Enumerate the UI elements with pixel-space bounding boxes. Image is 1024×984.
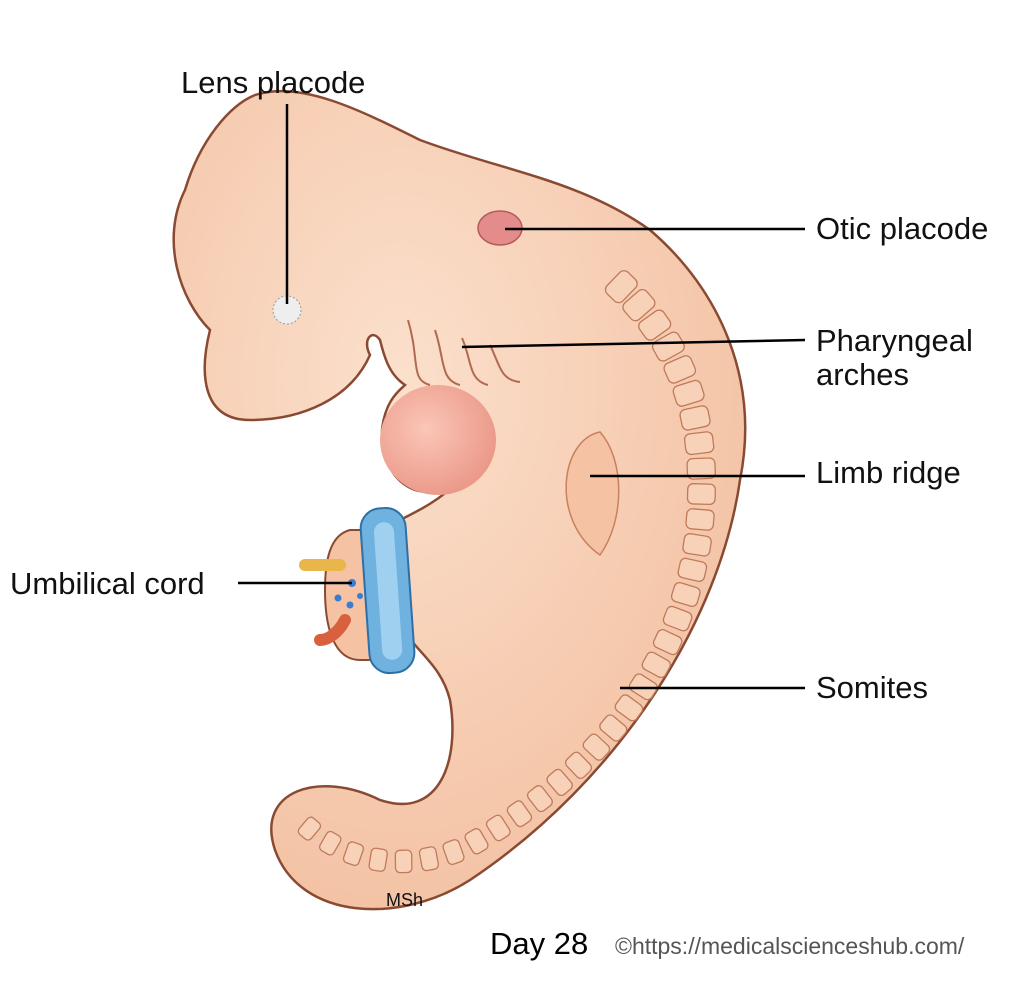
label-pharyngeal-arches-line2: arches xyxy=(816,357,910,392)
somite xyxy=(464,828,489,855)
pharyngeal-arches-shape xyxy=(407,319,521,386)
label-otic-placode: Otic placode xyxy=(816,211,989,246)
somite xyxy=(686,457,716,480)
somite xyxy=(297,816,322,841)
somite xyxy=(662,605,693,632)
artist-signature: MSh xyxy=(386,890,424,910)
somite xyxy=(394,849,413,874)
limb-ridge-shape xyxy=(565,431,620,557)
somite xyxy=(485,814,511,842)
somite xyxy=(546,768,573,797)
somite xyxy=(683,431,715,456)
label-lens-placode: Lens placode xyxy=(181,65,366,100)
copyright-notice: ©https://medicalscienceshub.com/ xyxy=(615,933,965,959)
label-somites: Somites xyxy=(816,670,928,705)
somite xyxy=(663,355,697,384)
label-limb-ridge: Limb ridge xyxy=(816,455,961,490)
umbilical-cord-shape xyxy=(299,507,416,675)
label-umbilical-cord: Umbilical cord xyxy=(10,566,205,601)
somite xyxy=(582,733,611,761)
somite xyxy=(686,483,716,506)
somite xyxy=(677,557,708,582)
somite xyxy=(614,694,644,722)
somite xyxy=(622,288,656,322)
somite xyxy=(418,846,440,872)
somite xyxy=(506,800,533,828)
somite xyxy=(638,309,672,341)
somite xyxy=(685,508,715,531)
somite xyxy=(651,331,685,362)
somite xyxy=(442,839,465,866)
heart-bulge xyxy=(380,385,496,495)
somite xyxy=(670,581,701,607)
somite xyxy=(564,751,593,779)
somites-shape xyxy=(297,270,716,874)
somite xyxy=(342,841,365,867)
somite xyxy=(682,533,712,557)
somite xyxy=(526,785,553,813)
stage-label: Day 28 xyxy=(490,926,589,961)
somite xyxy=(604,270,638,304)
somite xyxy=(672,379,705,407)
somite xyxy=(368,847,388,872)
label-pharyngeal-arches-line1: Pharyngeal xyxy=(816,323,973,358)
somite xyxy=(652,629,683,656)
somite xyxy=(641,651,671,679)
somite xyxy=(318,830,342,856)
embryo-body xyxy=(172,89,747,911)
pharyngeal-arches-leader xyxy=(461,338,806,349)
somite xyxy=(679,405,711,431)
somite xyxy=(599,714,628,742)
leader-lines xyxy=(238,104,806,690)
